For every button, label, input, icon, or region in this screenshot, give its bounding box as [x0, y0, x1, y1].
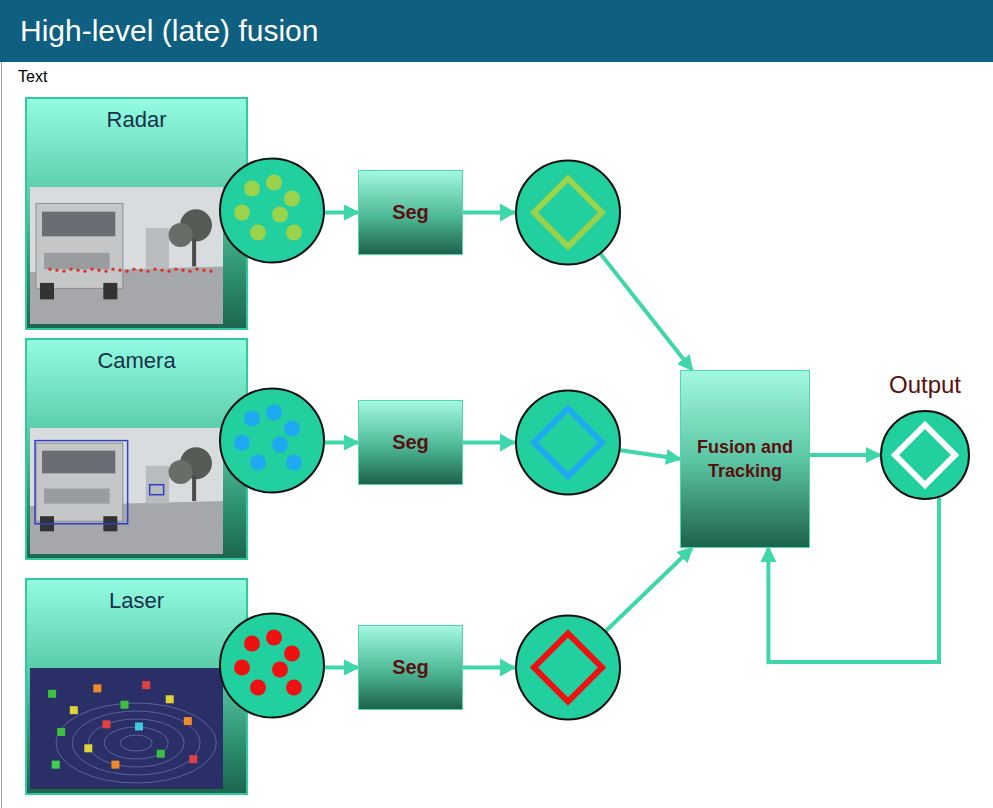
sensor-box: Laser	[25, 578, 248, 795]
output-circle	[880, 410, 970, 500]
sensor-name: Camera	[27, 340, 246, 374]
sensor-name: Radar	[27, 99, 246, 133]
process-box: Seg	[358, 170, 463, 255]
result-diamond	[534, 409, 602, 477]
output-label: Output	[889, 370, 961, 400]
result-diamond	[534, 634, 602, 702]
box-label: Seg	[386, 429, 435, 456]
result-circle	[516, 161, 620, 265]
arrow-head	[500, 204, 516, 222]
process-box: Fusion and Tracking	[680, 370, 810, 548]
arrow-head	[500, 659, 516, 677]
result-diamond	[534, 179, 602, 247]
sensor-box: Radar	[25, 97, 248, 330]
box-label: Seg	[386, 199, 435, 226]
frame-line	[1, 62, 2, 808]
sensor-box: Camera	[25, 338, 248, 560]
result-circle	[516, 391, 620, 495]
result-circle	[516, 616, 620, 720]
sensor-illustration	[25, 97, 350, 330]
arrow-head	[500, 434, 516, 452]
sensor-name: Laser	[27, 580, 246, 614]
placeholder-label: Text	[18, 68, 47, 86]
slide-title: High-level (late) fusion	[20, 14, 318, 48]
process-box: Seg	[358, 625, 463, 710]
box-label: Seg	[386, 654, 435, 681]
sensor-illustration	[25, 578, 350, 795]
flow-arrow	[810, 453, 880, 457]
box-label: Fusion and Tracking	[681, 435, 809, 484]
output-node: Output	[870, 370, 980, 505]
sensor-illustration	[25, 338, 350, 560]
process-box: Seg	[358, 400, 463, 485]
